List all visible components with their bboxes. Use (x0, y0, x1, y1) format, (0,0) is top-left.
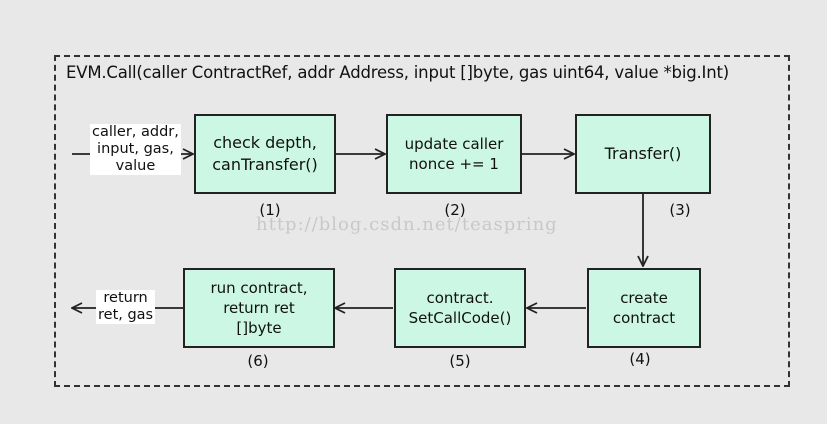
input-params-label: caller, addr, input, gas, value (90, 124, 181, 175)
output-label: return ret, gas (96, 290, 156, 324)
step-6-number: (6) (247, 352, 269, 370)
step-2-box: update caller nonce += 1 (386, 114, 522, 194)
step-4-number: (4) (629, 350, 651, 368)
step-5-number: (5) (449, 352, 471, 370)
step-1-box: check depth, canTransfer() (194, 114, 336, 194)
step-1-number: (1) (259, 201, 281, 219)
step-5-box: contract. SetCallCode() (394, 268, 526, 348)
watermark-text: http://blog.csdn.net/teaspring (256, 214, 558, 235)
step-2-number: (2) (444, 201, 466, 219)
step-3-box: Transfer() (575, 114, 711, 194)
step-3-number: (3) (669, 201, 691, 219)
step-4-box: create contract (587, 268, 701, 348)
evm-call-frame (54, 55, 790, 387)
diagram-title: EVM.Call(caller ContractRef, addr Addres… (66, 63, 729, 82)
step-6-box: run contract, return ret []byte (183, 268, 335, 348)
